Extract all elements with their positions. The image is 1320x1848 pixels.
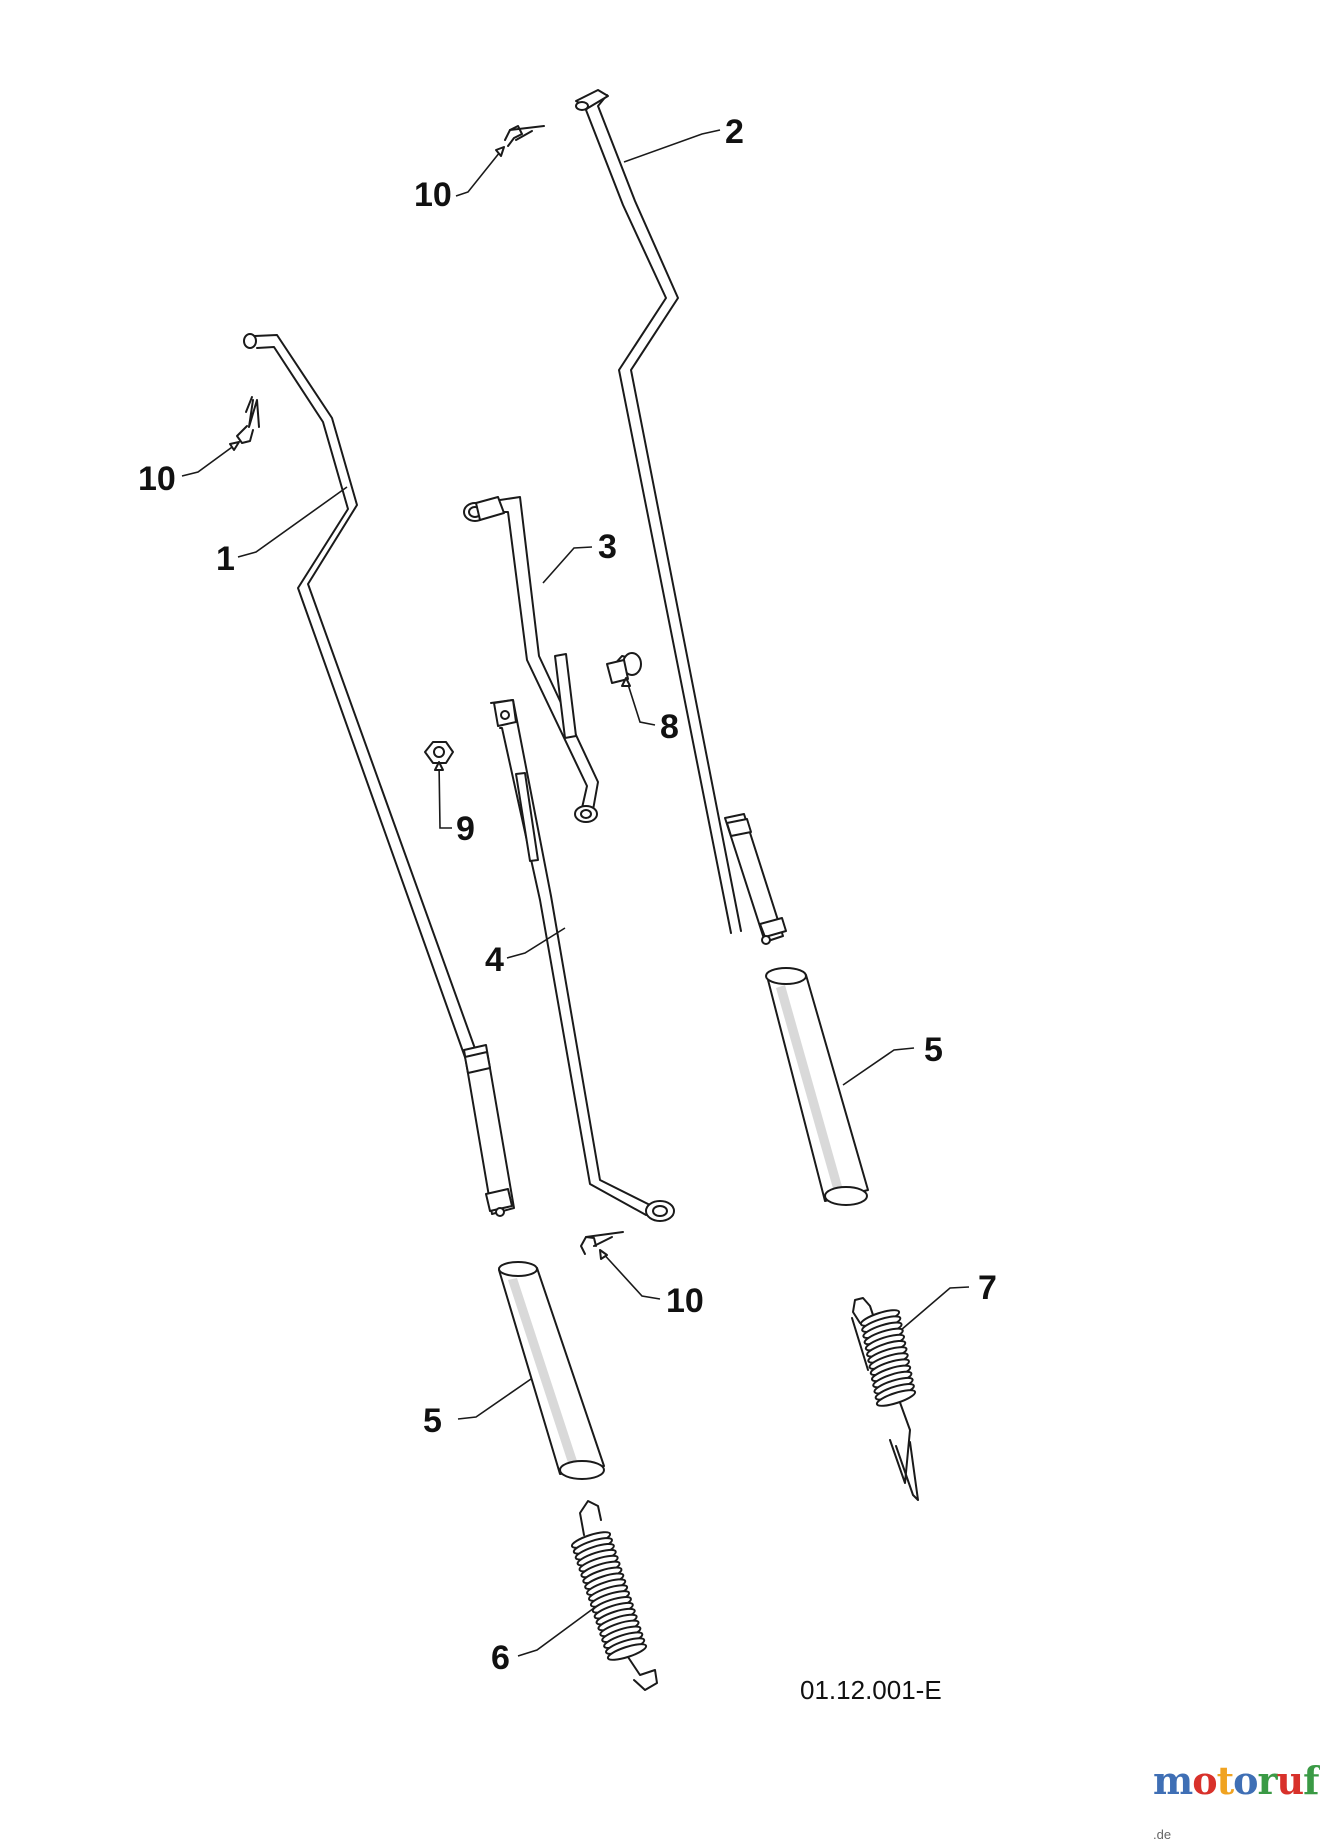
logo-letter: m — [1153, 1758, 1193, 1803]
callout-1: 1 — [216, 540, 235, 578]
logo-letter: t — [1216, 1758, 1235, 1803]
clip-part-10-top — [504, 125, 545, 147]
link-part-3 — [463, 496, 599, 823]
leader-10-left — [181, 441, 240, 477]
callout-5-right: 5 — [924, 1031, 943, 1069]
logo-letter: f — [1303, 1758, 1319, 1803]
sleeve-part-5-left — [498, 1261, 605, 1480]
leader-6 — [517, 1607, 595, 1657]
leader-2 — [623, 129, 721, 163]
leader-10-top — [455, 146, 505, 197]
rod-part-2 — [575, 89, 787, 945]
link-part-4 — [490, 699, 675, 1222]
leader-5-right — [842, 1047, 915, 1086]
logo-letter: u — [1276, 1758, 1305, 1803]
callout-10-left: 10 — [138, 460, 176, 498]
callout-9: 9 — [456, 810, 475, 848]
logo-letter: o — [1233, 1758, 1258, 1803]
leader-3 — [542, 546, 593, 584]
callout-7: 7 — [978, 1269, 997, 1307]
pin-part-8 — [606, 652, 642, 684]
callout-10-top: 10 — [414, 176, 452, 214]
spring-coil — [875, 1389, 917, 1407]
leader-1 — [237, 486, 348, 558]
logo-letter: o — [1192, 1758, 1217, 1803]
diagram-code: 01.12.001-E — [800, 1675, 942, 1705]
leader-lines — [181, 129, 970, 1657]
logo-letter: r — [1257, 1758, 1278, 1803]
callout-4: 4 — [485, 941, 504, 979]
leader-8 — [625, 677, 656, 726]
leader-7 — [900, 1286, 970, 1331]
callout-10-bottom: 10 — [666, 1282, 704, 1320]
callout-6: 6 — [491, 1639, 510, 1677]
logo-suffix: .de — [1153, 1827, 1172, 1842]
leader-9 — [438, 761, 452, 829]
spring-coil — [606, 1643, 648, 1661]
sleeve-part-5-right — [765, 967, 869, 1206]
callout-5-left: 5 — [423, 1402, 442, 1440]
callout-8: 8 — [660, 708, 679, 746]
leader-5-left — [457, 1378, 532, 1420]
leader-10-bottom — [599, 1249, 661, 1300]
parts-diagram: 1 2 3 4 5 5 6 7 8 9 10 10 10 01.12.001-E — [138, 89, 997, 1705]
leader-4 — [506, 927, 566, 959]
clip-part-10-left — [236, 396, 260, 444]
spring-part-6 — [570, 1500, 658, 1691]
rod-part-1 — [243, 333, 515, 1217]
nut-part-9 — [424, 741, 454, 764]
motoruf-logo: motoruf .de — [1153, 1758, 1320, 1848]
clip-part-10-bottom — [580, 1231, 624, 1255]
spring-part-7 — [851, 1297, 919, 1501]
callout-3: 3 — [598, 528, 617, 566]
callout-2: 2 — [725, 113, 744, 151]
